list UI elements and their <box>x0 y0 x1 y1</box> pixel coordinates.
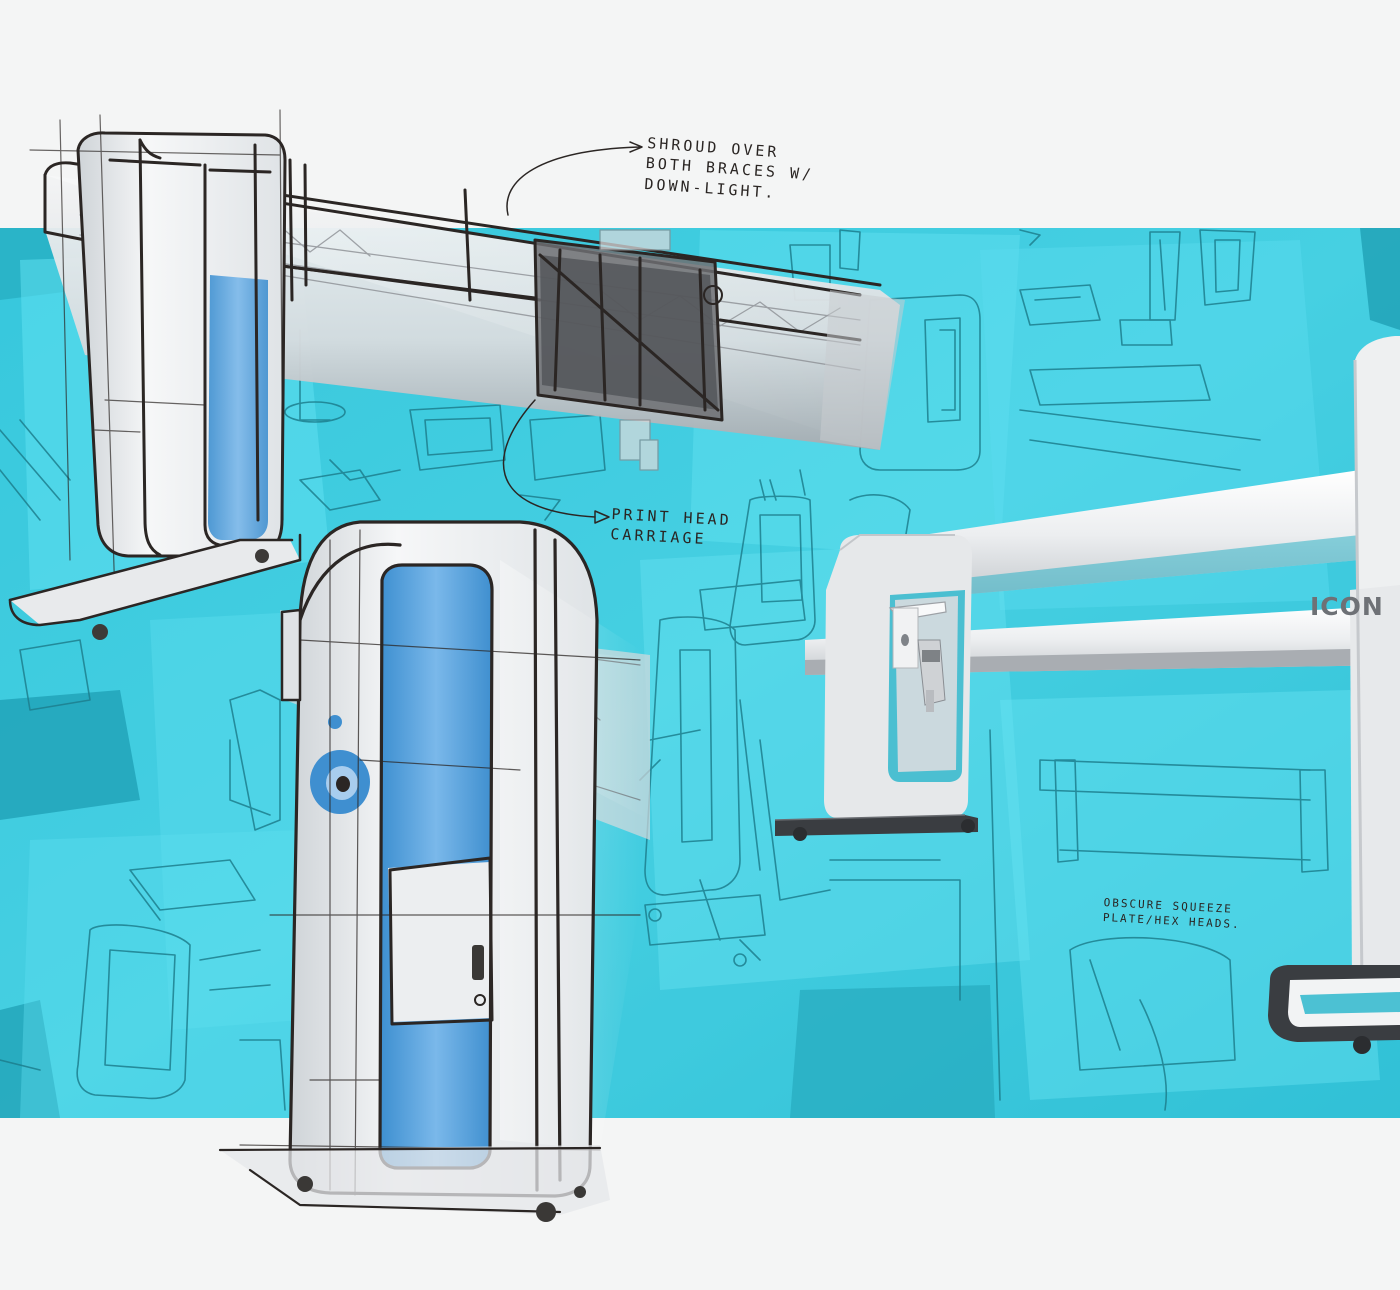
upright-sketch-center <box>218 520 650 1222</box>
arrow-right-icon <box>594 510 610 524</box>
annotation-shroud-over-braces: SHROUD OVER BOTH BRACES W/ DOWN-LIGHT. <box>643 133 815 202</box>
rendered-printer-photo <box>774 336 1400 1054</box>
annotation-print-head-carriage: PRINT HEAD CARRIAGE <box>609 504 733 549</box>
gantry-sketch-top <box>8 109 905 640</box>
background-line-sketches <box>0 229 1329 1111</box>
brand-logo: ICON <box>1310 592 1384 621</box>
cross-arrow-sketch-icon <box>533 238 724 422</box>
